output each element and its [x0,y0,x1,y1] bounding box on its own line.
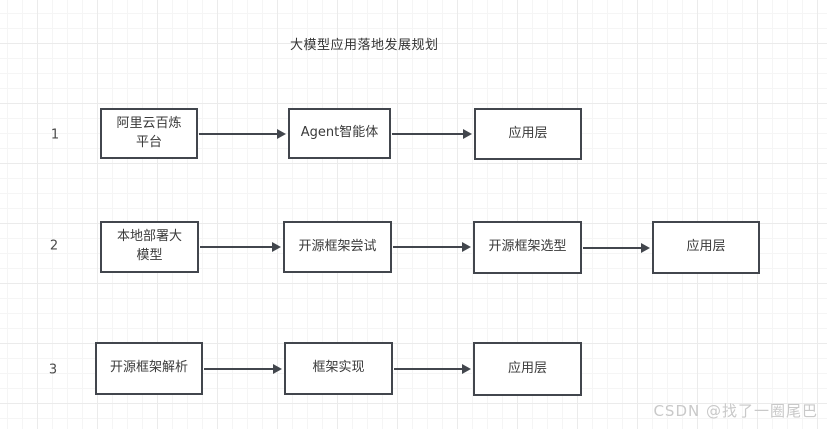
flow-node: 开源框架选型 [473,221,582,274]
flow-node: 阿里云百炼 平台 [100,108,198,159]
diagram-title: 大模型应用落地发展规划 [290,38,439,53]
flow-node: 应用层 [652,221,760,274]
flow-node: Agent智能体 [288,108,391,159]
flow-node: 本地部署大 模型 [100,221,199,273]
flow-node: 开源框架解析 [95,342,203,395]
flow-arrow [392,128,472,139]
flow-arrow [393,242,471,252]
flow-arrow [394,363,471,374]
flow-node: 框架实现 [284,342,393,395]
row-number: 3 [48,362,58,378]
flow-node: 应用层 [474,108,582,160]
watermark: CSDN @找了一圈尾巴 [653,402,818,420]
flow-node: 开源框架尝试 [283,221,392,273]
flow-arrow [200,242,281,252]
row-number: 2 [49,238,59,254]
flow-arrow [199,128,286,139]
flow-node: 应用层 [473,342,582,396]
flow-arrow [204,363,282,374]
row-number: 1 [50,127,60,143]
flow-arrow [583,242,650,253]
